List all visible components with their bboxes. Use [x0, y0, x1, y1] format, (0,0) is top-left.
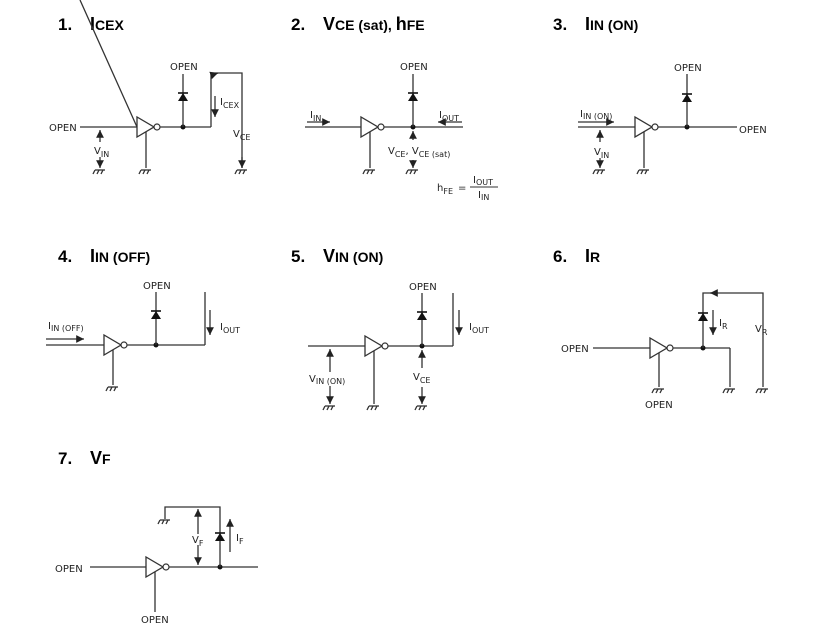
- circuit-5-title: 5.VIN (ON): [291, 246, 384, 266]
- c7-if-label: IF: [236, 533, 244, 546]
- c3-ground-icon: [592, 169, 606, 175]
- c1-icex-label: ICEX: [220, 97, 240, 110]
- c6-vr-label: VR: [755, 324, 768, 337]
- circuit-2: IIN OPEN IOUT VCE, VCE (sat) hFE = IOUT …: [305, 62, 498, 202]
- svg-text:=: =: [458, 183, 466, 194]
- c2-vce-label: VCE, VCE (sat): [388, 146, 450, 159]
- c3-inverter-ground-icon: [636, 169, 650, 175]
- circuit-6-title: 6.IR: [553, 246, 601, 266]
- c3-vin-label: VIN: [594, 147, 609, 160]
- c5-diode-icon: [416, 311, 428, 321]
- c6-diode-icon: [697, 312, 709, 322]
- c1-input-open-label: OPEN: [49, 123, 77, 134]
- c1-loop-arrow: [209, 71, 219, 80]
- c6-ir-label: IR: [719, 318, 728, 331]
- c6-gnd-open-label: OPEN: [645, 400, 673, 411]
- c6-input-open-label: OPEN: [561, 344, 589, 355]
- c1-vin-label: VIN: [94, 146, 109, 159]
- c3-diode-icon: [681, 93, 693, 103]
- c6-inverter-ground-icon: [651, 388, 665, 394]
- c2-iout-label: IOUT: [439, 110, 459, 123]
- c1-ground-icon: [92, 169, 106, 175]
- svg-text:IIN: IIN: [478, 190, 489, 202]
- c1-vce-loop: [210, 72, 243, 168]
- c5-ground-icon: [322, 405, 336, 411]
- circuit-7: OPEN OPEN VF IF: [55, 506, 258, 626]
- c2-iin-label: IIN: [310, 110, 321, 123]
- c4-diode-icon: [150, 310, 162, 320]
- c1-vce-ground-icon: [234, 169, 248, 175]
- svg-text:IOUT: IOUT: [473, 175, 493, 187]
- c2-vce-ground-icon: [405, 169, 419, 175]
- c2-hfe-formula: hFE = IOUT IIN: [437, 175, 498, 202]
- circuit-2-title: 2.VCE (sat), hFE: [291, 14, 425, 34]
- c7-vf-label: VF: [192, 535, 204, 548]
- c3-iin-label: IIN (ON): [580, 109, 612, 121]
- c5-vce-label: VCE: [413, 372, 430, 385]
- c3-inverter-icon: [634, 116, 659, 138]
- circuit-4-title: 4.IIN (OFF): [58, 246, 151, 266]
- c2-diode-icon: [407, 92, 419, 102]
- circuit-3: IIN (ON) VIN OPEN OPEN: [578, 63, 767, 175]
- c1-vce-label: VCE: [233, 129, 250, 142]
- c1-input-wire: [79, 0, 138, 128]
- c6-vr-ground-icon: [755, 388, 769, 394]
- circuit-7-title: 7.VF: [58, 448, 111, 468]
- c4-iout-label: IOUT: [220, 322, 240, 335]
- c2-diode-open-label: OPEN: [400, 62, 428, 73]
- c7-diode-icon: [214, 532, 226, 542]
- c3-output-open-label: OPEN: [739, 125, 767, 136]
- c6-vr-loop: [702, 292, 764, 387]
- c1-diode-open-label: OPEN: [170, 62, 198, 73]
- c7-ground-icon: [157, 519, 171, 525]
- circuit-3-title: 3.IIN (ON): [553, 14, 639, 34]
- c7-input-open-label: OPEN: [55, 564, 83, 575]
- c2-inverter-icon: [360, 116, 385, 138]
- c1-inverter-icon: [136, 116, 161, 138]
- c4-iin-label: IIN (OFF): [48, 321, 84, 333]
- circuit-4: IIN (OFF) OPEN IOUT: [46, 281, 240, 392]
- svg-text:hFE: hFE: [437, 183, 453, 196]
- circuit-5: VIN (ON) OPEN IOUT VCE: [308, 282, 489, 411]
- c5-iout-label: IOUT: [469, 322, 489, 335]
- c1-diode-icon: [177, 92, 189, 102]
- c5-diode-open-label: OPEN: [409, 282, 437, 293]
- c5-vin-label: VIN (ON): [309, 374, 345, 386]
- circuit-6: OPEN OPEN IR VR: [561, 289, 769, 411]
- c5-inverter-ground-icon: [366, 405, 380, 411]
- c1-inverter-ground-icon: [138, 169, 152, 175]
- c4-diode-open-label: OPEN: [143, 281, 171, 292]
- c7-inverter-icon: [145, 556, 170, 578]
- c2-inverter-ground-icon: [362, 169, 376, 175]
- c5-inverter-icon: [364, 335, 389, 357]
- c3-diode-open-label: OPEN: [674, 63, 702, 74]
- circuit-1: OPEN VIN OPEN ICEX VCE: [49, 0, 250, 175]
- c5-vce-ground-icon: [414, 405, 428, 411]
- c6-inverter-icon: [649, 337, 674, 359]
- circuit-1-title: 1.ICEX: [58, 14, 124, 34]
- c6-output-ground-icon: [722, 388, 736, 394]
- c4-inverter-ground-icon: [105, 386, 119, 392]
- c7-gnd-open-label: OPEN: [141, 615, 169, 626]
- c4-inverter-icon: [103, 334, 128, 356]
